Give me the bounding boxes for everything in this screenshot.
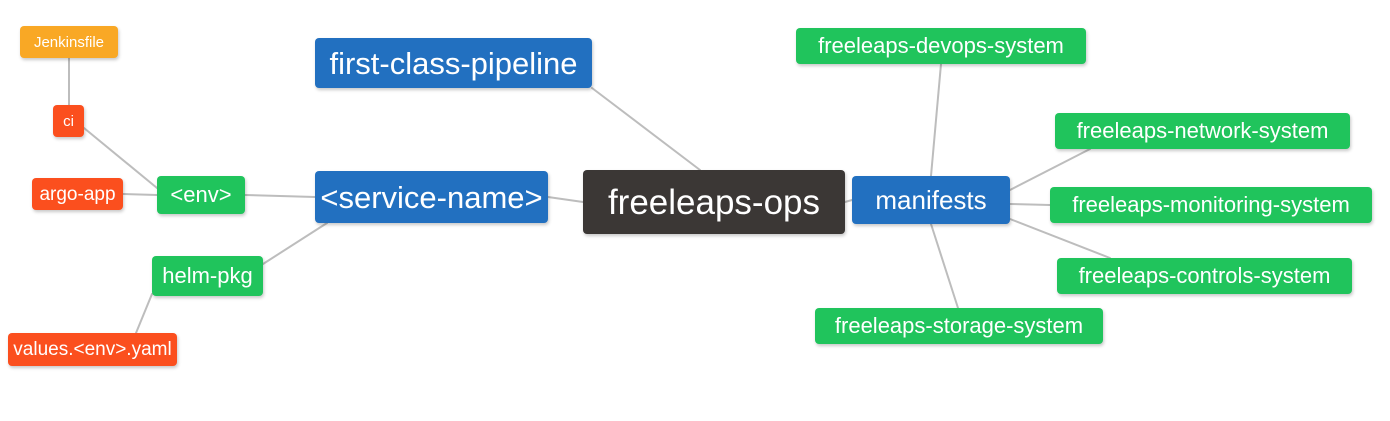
edge-root-to-first-class-pipeline — [591, 87, 701, 171]
node-monitoring-system[interactable]: freeleaps-monitoring-system — [1050, 187, 1372, 223]
node-label-manifests: manifests — [875, 185, 987, 215]
node-label-service-name: <service-name> — [320, 179, 543, 215]
edge-service-name-to-helm-pkg — [262, 222, 328, 265]
node-label-controls-system: freeleaps-controls-system — [1078, 263, 1331, 288]
node-label-first-class-pipeline: first-class-pipeline — [329, 45, 578, 81]
node-jenkinsfile[interactable]: Jenkinsfile — [20, 26, 118, 58]
node-ci[interactable]: ci — [53, 105, 84, 137]
edge-helm-pkg-to-values-yaml — [135, 293, 153, 334]
node-label-root: freeleaps-ops — [607, 182, 821, 222]
edge-env-to-argo-app — [122, 193, 158, 196]
edge-service-name-to-env — [244, 194, 316, 198]
edge-manifests-to-storage-system — [930, 223, 959, 309]
edge-manifests-to-controls-system — [1009, 218, 1111, 259]
node-controls-system[interactable]: freeleaps-controls-system — [1057, 258, 1352, 294]
node-label-ci: ci — [63, 112, 74, 130]
node-label-env: <env> — [170, 182, 232, 207]
node-label-devops-system: freeleaps-devops-system — [818, 33, 1064, 58]
edge-root-to-service-name — [547, 196, 584, 203]
node-label-network-system: freeleaps-network-system — [1076, 118, 1329, 143]
node-first-class-pipeline[interactable]: first-class-pipeline — [315, 38, 592, 88]
node-root[interactable]: freeleaps-ops — [583, 170, 845, 234]
edge-root-to-manifests — [844, 199, 853, 203]
edge-manifests-to-network-system — [1009, 148, 1091, 191]
node-label-helm-pkg: helm-pkg — [162, 263, 253, 288]
node-helm-pkg[interactable]: helm-pkg — [152, 256, 263, 296]
edge-manifests-to-devops-system — [930, 63, 942, 177]
node-label-monitoring-system: freeleaps-monitoring-system — [1072, 192, 1350, 217]
node-service-name[interactable]: <service-name> — [315, 171, 548, 223]
node-argo-app[interactable]: argo-app — [32, 178, 123, 210]
node-network-system[interactable]: freeleaps-network-system — [1055, 113, 1350, 149]
node-values-yaml[interactable]: values.<env>.yaml — [8, 333, 177, 366]
node-storage-system[interactable]: freeleaps-storage-system — [815, 308, 1103, 344]
node-label-values-yaml: values.<env>.yaml — [13, 339, 172, 360]
node-label-argo-app: argo-app — [39, 183, 116, 205]
node-env[interactable]: <env> — [157, 176, 245, 214]
node-devops-system[interactable]: freeleaps-devops-system — [796, 28, 1086, 64]
node-manifests[interactable]: manifests — [852, 176, 1010, 224]
edge-manifests-to-monitoring-system — [1009, 203, 1051, 206]
node-label-storage-system: freeleaps-storage-system — [834, 313, 1084, 338]
node-label-jenkinsfile: Jenkinsfile — [33, 33, 105, 51]
